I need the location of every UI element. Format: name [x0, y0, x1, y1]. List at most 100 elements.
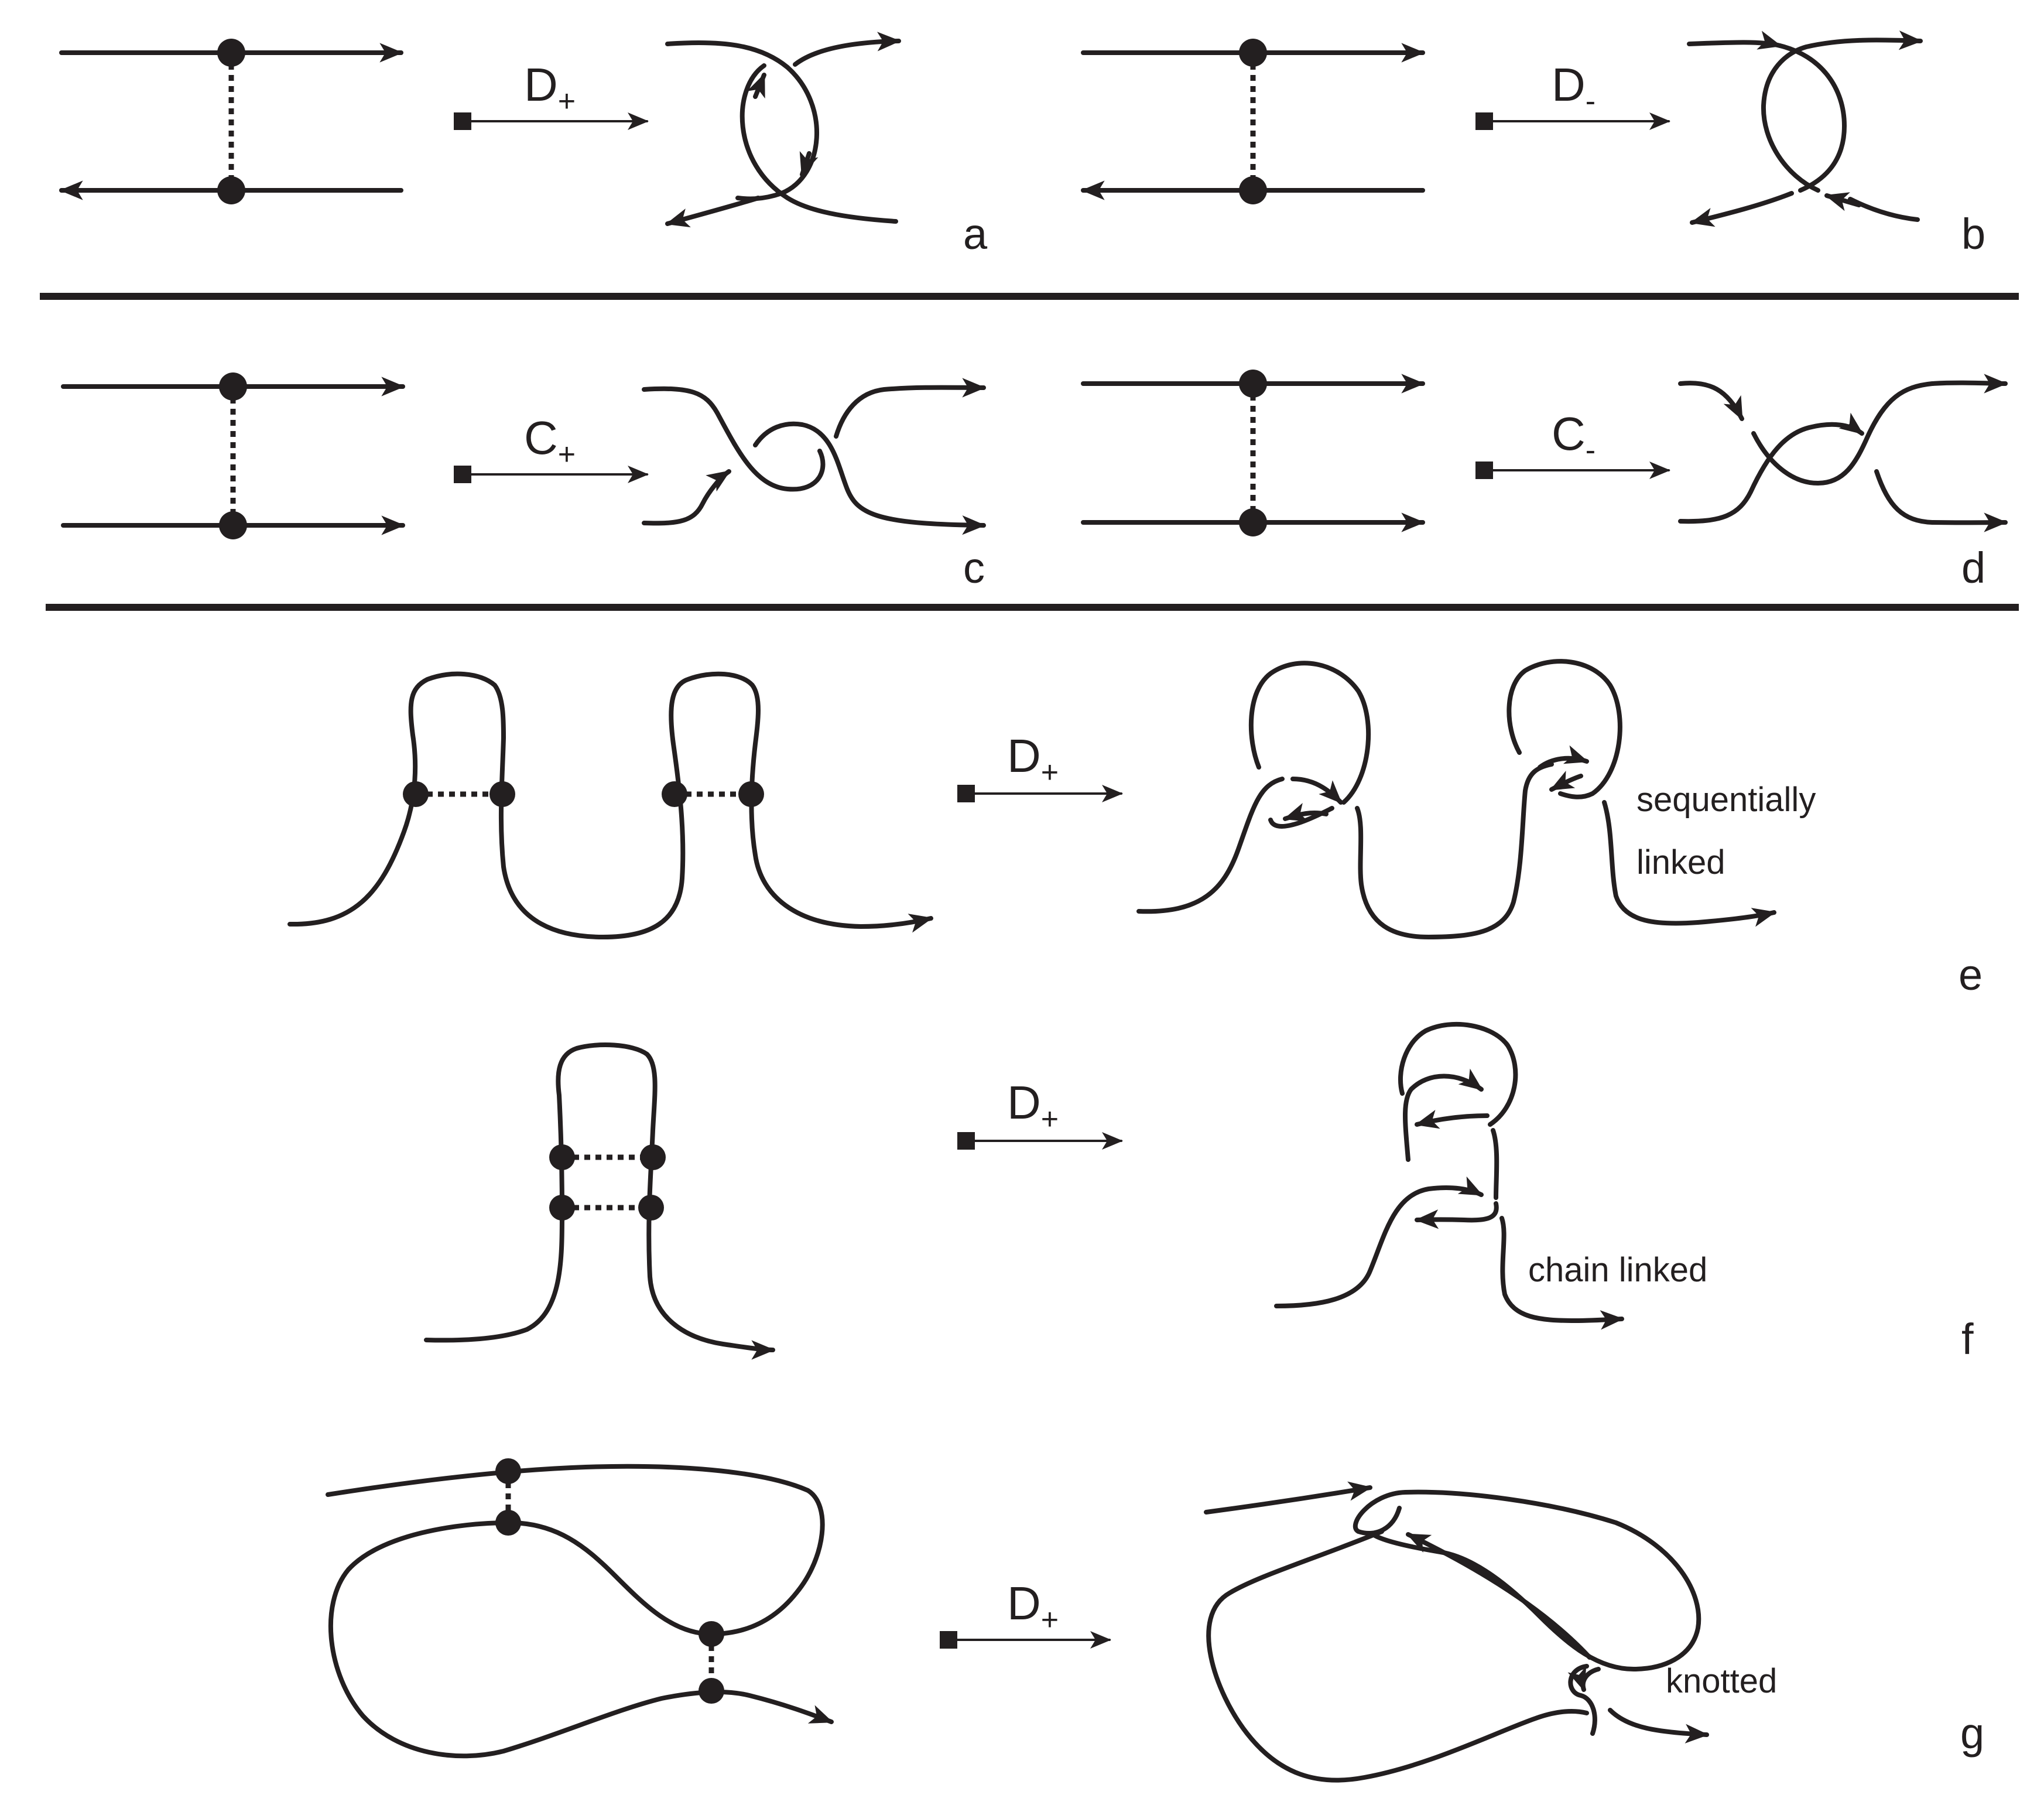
loop-arrow	[1538, 745, 1589, 770]
contact-site	[549, 1144, 575, 1170]
strand-end	[1687, 30, 1782, 50]
contact-site	[1239, 370, 1267, 398]
panel-g-after: knotted g	[1204, 1481, 1984, 1783]
loop-arrow	[1549, 771, 1583, 792]
strand-end	[1602, 800, 1776, 927]
chain-strand	[287, 671, 933, 939]
annotation-sequentially: sequentially	[1636, 781, 1816, 819]
strand	[1355, 762, 1554, 939]
strand	[1761, 30, 1923, 193]
strand-arrow	[747, 73, 766, 99]
contact-site	[1239, 176, 1267, 204]
strand	[739, 63, 898, 224]
annotation-knotted: knotted	[1666, 1662, 1777, 1700]
operator-label: D+	[1007, 1076, 1059, 1136]
panel-letter-a: a	[963, 210, 988, 258]
hairpin-strand	[424, 1042, 775, 1360]
contact-site	[495, 1510, 521, 1536]
panel-g-before	[326, 1458, 834, 1759]
contact-site	[699, 1678, 724, 1704]
loop-arrow	[1290, 777, 1343, 805]
operator-start-square	[940, 1631, 957, 1649]
panel-b-after: b	[1687, 30, 1985, 258]
operator-arrow-c: C+	[454, 412, 649, 483]
strand-end	[665, 196, 761, 228]
panel-g: D+ knotted g	[326, 1458, 1984, 1783]
contact-site	[1239, 39, 1267, 67]
operator-label: D+	[1007, 1577, 1059, 1637]
operator-start-square	[1475, 461, 1493, 479]
operator-arrow-a: D+	[454, 59, 649, 130]
operator-start-square	[957, 1132, 975, 1150]
contact-site	[549, 1195, 575, 1221]
operator-start-square	[454, 466, 471, 483]
operator-start-square	[1475, 112, 1493, 130]
operator-label: D+	[1007, 730, 1059, 789]
strand	[1848, 197, 1920, 222]
operator-label: C+	[524, 412, 576, 471]
strand-end	[1204, 1481, 1372, 1515]
strand	[1778, 43, 1847, 193]
contact-site	[699, 1621, 724, 1647]
contact-site	[219, 511, 247, 539]
panel-letter-b: b	[1961, 210, 1985, 258]
panel-e: D+ sequentially linked e	[287, 659, 1983, 999]
operator-label: D-	[1552, 59, 1596, 118]
operator-label: D+	[524, 59, 576, 118]
operator-arrow-f: D+	[957, 1076, 1123, 1150]
crossing-arrow	[1567, 1666, 1601, 1692]
strand	[1751, 374, 2008, 486]
panel-e-before	[287, 671, 933, 939]
panel-d: C- d	[1081, 370, 2008, 592]
contact-site	[403, 781, 429, 807]
strand	[1268, 806, 1334, 829]
strand-end	[1499, 1216, 1624, 1330]
contact-site	[217, 176, 245, 204]
annotation-linked: linked	[1636, 843, 1725, 881]
knot-strand	[326, 1464, 834, 1759]
annotation-chain-linked: chain linked	[1528, 1251, 1707, 1289]
contact-site	[489, 781, 515, 807]
operator-start-square	[454, 112, 471, 130]
knot-strand	[1353, 1489, 1701, 1671]
strand	[665, 40, 819, 201]
panel-f-after: chain linked f	[1274, 1022, 1974, 1363]
panel-letter-c: c	[963, 543, 985, 592]
loop	[1398, 1022, 1518, 1127]
panel-d-before	[1081, 370, 1425, 536]
contact-site	[1239, 508, 1267, 536]
panel-c-after: c	[642, 378, 986, 592]
loop-arrow	[1415, 1109, 1490, 1129]
contact-site	[738, 781, 764, 807]
strand	[1491, 1128, 1499, 1200]
panel-letter-g: g	[1960, 1709, 1984, 1758]
operator-arrow-d: C-	[1475, 408, 1670, 479]
panel-d-after: d	[1678, 374, 2008, 592]
panel-f-before	[424, 1042, 775, 1360]
operator-arrow-b: D-	[1475, 59, 1670, 130]
contact-site	[662, 781, 687, 807]
operator-label: C-	[1552, 408, 1596, 467]
strand	[1874, 469, 2008, 532]
strand	[642, 469, 731, 526]
panel-f: D+ chain linked f	[424, 1022, 1974, 1363]
crossing	[1568, 1664, 1597, 1736]
panel-a-after: a	[665, 32, 988, 258]
panel-e-after: sequentially linked e	[1136, 659, 1983, 999]
panel-b: D- b	[1081, 30, 1985, 258]
panel-b-before	[1081, 39, 1425, 204]
strand-end	[793, 32, 901, 67]
loop-arrow	[1403, 1068, 1484, 1162]
strand-end	[1608, 1708, 1709, 1744]
loop	[1248, 661, 1371, 805]
contact-site	[640, 1144, 666, 1170]
panel-letter-e: e	[1959, 951, 1983, 999]
contact-site	[219, 372, 247, 401]
operator-start-square	[957, 785, 975, 802]
strand	[1274, 1176, 1484, 1308]
panel-letter-d: d	[1961, 543, 1985, 592]
panel-c-before	[61, 372, 405, 539]
strand-end	[1690, 191, 1794, 227]
strand	[834, 378, 986, 439]
